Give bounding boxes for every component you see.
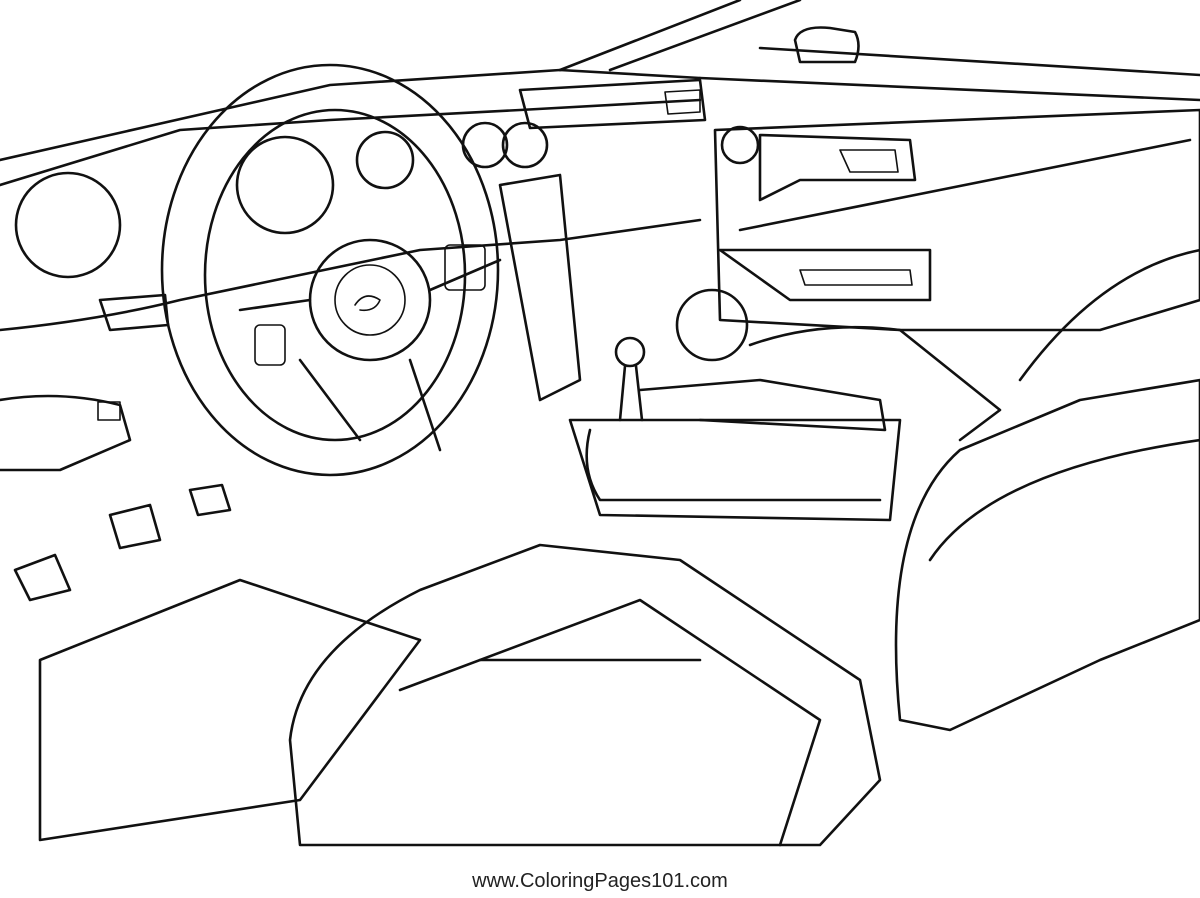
pedals — [13, 483, 232, 602]
dashboard — [0, 78, 707, 472]
steering-wheel — [98, 63, 502, 477]
floor-mat — [38, 578, 422, 842]
center-console — [568, 336, 902, 522]
passenger-seat — [748, 248, 1200, 732]
side-mirror — [793, 26, 860, 64]
door-panel — [675, 108, 1200, 362]
website-watermark: www.ColoringPages101.com — [472, 870, 728, 892]
windshield-frame — [0, 0, 1200, 162]
driver-seat — [288, 543, 882, 847]
